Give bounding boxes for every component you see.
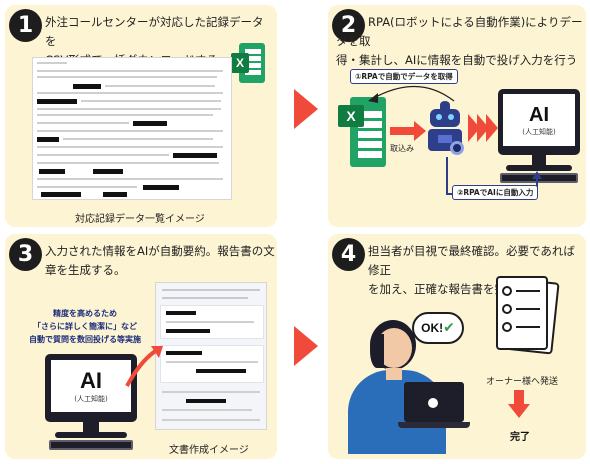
laptop-icon — [398, 382, 470, 438]
ai-computer-monitor: AI (人工知能) — [45, 354, 137, 452]
step3-text-line1: 入力された情報をAIが自動要約。報告書の文 — [45, 244, 275, 258]
step4-panel: 4 担当者が目視で最終確認。必要であれば修正 を加え、正確な報告書を完成させる。… — [328, 234, 586, 459]
completed-label: 完了 — [510, 432, 530, 443]
ai-sublabel: (人工知能) — [522, 127, 556, 136]
excel-letter: X — [338, 105, 364, 127]
step3-text-line2: 章を生成する。 — [45, 263, 126, 277]
ok-speech-bubble: OK! ✔ — [412, 312, 464, 344]
refinement-note: 精度を高めるため 「さらに詳しく簡潔に」など 自動で質問を数回投げる等実施 — [17, 307, 153, 346]
step2-text-line1: RPA(ロボットによる自動作業)によりデータを取 — [336, 15, 583, 48]
step1-caption: 対応記録データ一覧イメージ — [75, 214, 205, 225]
note-line1: 精度を高めるため — [53, 309, 117, 318]
step3-caption: 文書作成イメージ — [169, 445, 249, 456]
ai-computer-monitor: AI (人工知能) — [498, 89, 580, 185]
fetch-data-label: ①RPAで自動でデータを取得 — [350, 69, 458, 84]
excel-spreadsheet-icon: X — [338, 97, 386, 167]
ai-output-arrow — [125, 346, 163, 387]
ok-label: OK! — [421, 321, 444, 335]
step2-panel: 2 RPA(ロボットによる自動作業)によりデータを取 得・集計し、AIに情報を自… — [328, 5, 586, 227]
chevron-arrows-icon — [468, 114, 498, 142]
down-arrow-head — [508, 404, 530, 418]
flow-arrow-3-to-4 — [294, 326, 318, 366]
ai-sublabel: (人工知能) — [74, 395, 108, 403]
excel-letter: X — [231, 53, 249, 73]
excel-spreadsheet-icon: X — [231, 43, 265, 83]
auto-input-label: ②RPAでAIに自動入力 — [452, 185, 539, 200]
note-line2: 「さらに詳しく簡潔に」など — [33, 322, 137, 331]
ai-label: AI — [529, 103, 549, 126]
step4-text-line1: 担当者が目視で最終確認。必要であれば修正 — [368, 244, 575, 277]
load-label: 取込み — [390, 144, 414, 153]
send-to-owner-label: オーナー様へ発送 — [486, 377, 559, 387]
step2-number-badge: 2 — [332, 9, 365, 42]
fetch-data-arrow — [368, 85, 455, 103]
flow-arrow-1-to-2 — [294, 89, 318, 129]
load-arrow — [390, 127, 416, 135]
check-icon: ✔ — [443, 320, 455, 336]
step3-description: 入力された情報をAIが自動要約。報告書の文 章を生成する。 — [45, 242, 275, 280]
robot-icon — [424, 101, 466, 159]
auto-input-arrow — [446, 157, 448, 195]
step2-description: RPA(ロボットによる自動作業)によりデータを取 得・集計し、AIに情報を自動で… — [336, 13, 584, 70]
step4-number-badge: 4 — [332, 238, 365, 271]
step1-text-line1: 外注コールセンターが対応した記録データを — [45, 15, 264, 48]
note-line3: 自動で質問を数回投げる等実施 — [29, 335, 141, 344]
ai-label: AI — [80, 368, 102, 393]
step3-number-badge: 3 — [9, 238, 42, 271]
step1-number-badge: 1 — [9, 9, 42, 42]
record-data-document — [32, 57, 232, 200]
down-arrow-icon — [514, 390, 524, 406]
step1-panel: 1 外注コールセンターが対応した記録データを CSV形式で一括ダウンロードする … — [5, 5, 277, 227]
step3-panel: 3 入力された情報をAIが自動要約。報告書の文 章を生成する。 精度を高めるため… — [5, 234, 277, 459]
auto-input-arrow-head — [532, 171, 542, 179]
checklist-document-icon — [496, 276, 560, 356]
step2-text-line2: 得・集計し、AIに情報を自動で投げ入力を行う — [336, 53, 578, 67]
load-arrow-head — [414, 121, 426, 141]
generated-document-image — [155, 282, 267, 430]
